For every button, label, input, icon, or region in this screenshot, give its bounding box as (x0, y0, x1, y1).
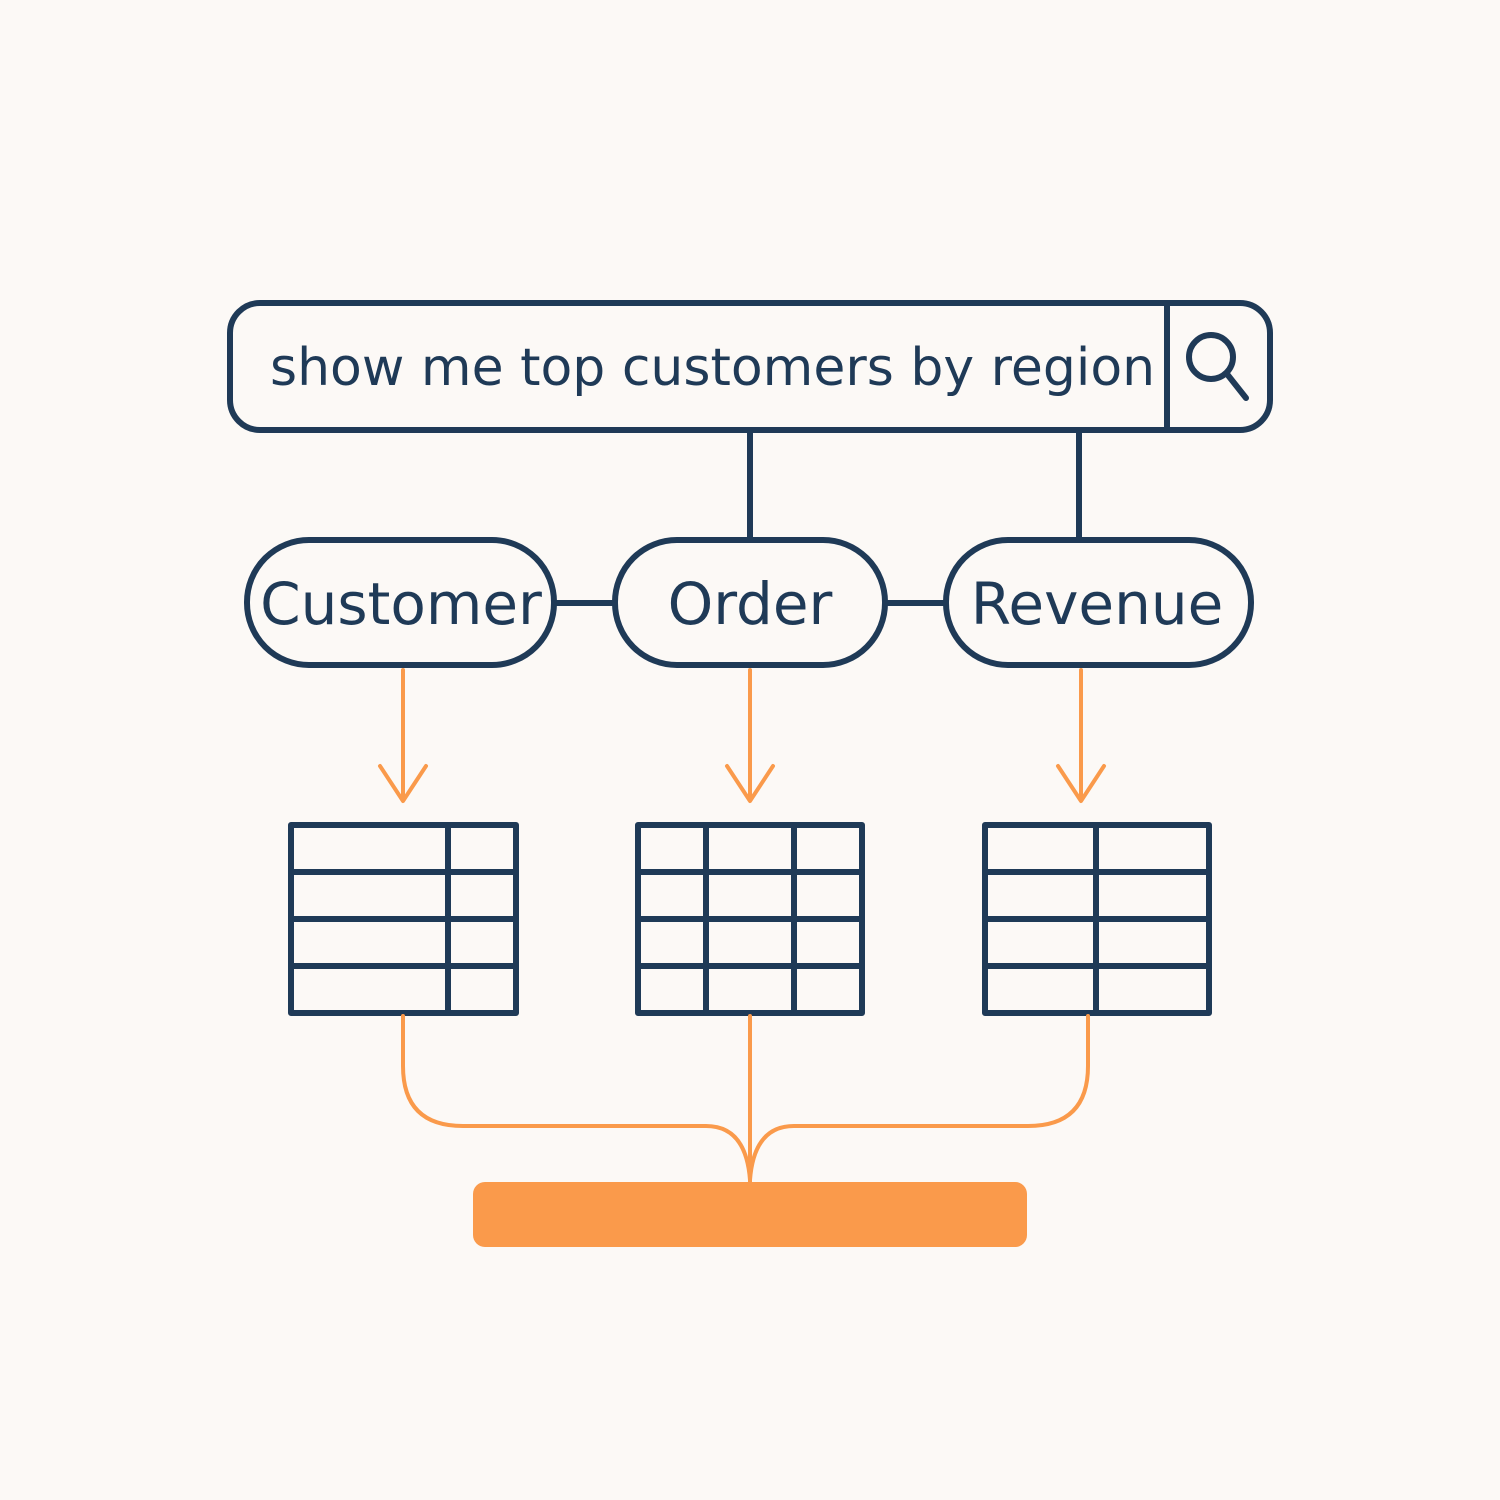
entity-node-order: Order (612, 537, 888, 668)
entity-node-customer-pill (244, 537, 557, 668)
table-customer (288, 822, 519, 1016)
merge-connector-customer (401, 1014, 752, 1182)
search-icon-lens (1186, 332, 1236, 382)
entity-node-revenue-pill (943, 537, 1254, 668)
entity-node-order-label: Order (668, 570, 833, 638)
arrow-order-head (725, 764, 775, 803)
entity-node-revenue: Revenue (943, 537, 1254, 668)
search-query-text[interactable]: show me top customers by region (270, 338, 1155, 398)
search-icon[interactable] (1186, 332, 1249, 401)
entity-node-customer-label: Customer (260, 570, 542, 638)
search-bar[interactable]: show me top customers by region (227, 300, 1273, 433)
arrow-order-to-table (725, 668, 775, 803)
arrow-revenue-to-table (1056, 668, 1106, 803)
table-order (635, 822, 865, 1016)
result-bar (473, 1182, 1027, 1247)
search-input-box[interactable] (227, 300, 1273, 433)
entity-node-customer: Customer (244, 537, 557, 668)
arrow-revenue-head (1056, 764, 1106, 803)
arrow-customer-to-table (378, 668, 428, 803)
merge-connector-revenue (748, 1014, 1090, 1182)
entity-node-order-pill (612, 537, 888, 668)
arrow-customer-head (378, 764, 428, 803)
entity-node-revenue-label: Revenue (971, 570, 1224, 638)
search-icon-handle (1224, 371, 1249, 401)
table-revenue (982, 822, 1212, 1016)
